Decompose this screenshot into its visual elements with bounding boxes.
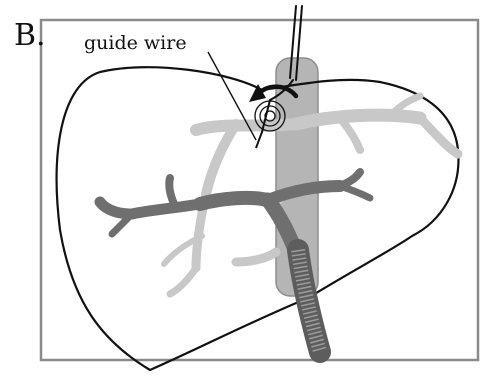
portal-vein	[100, 172, 370, 252]
guide-wire-label: guide wire	[84, 32, 187, 54]
puncture-site	[255, 101, 285, 131]
panel-label: B.	[14, 18, 46, 53]
guide-wire-tip	[256, 132, 262, 148]
